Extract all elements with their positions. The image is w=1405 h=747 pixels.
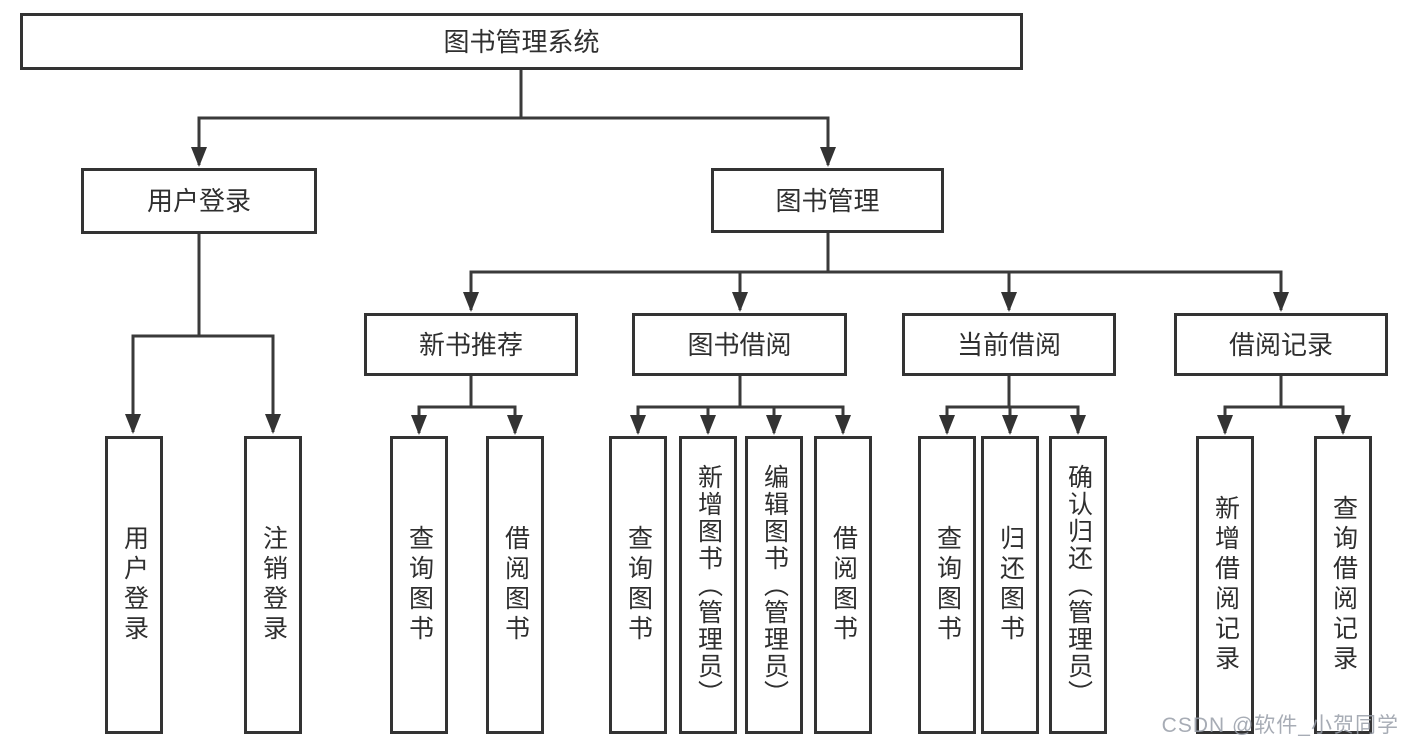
node-current-borrowing-label: 当前借阅 [956,329,1061,360]
leaf-borrow-query-books: 查询图书 [609,436,667,734]
node-root-label: 图书管理系统 [443,26,600,57]
node-borrowing-records-label: 借阅记录 [1228,329,1333,360]
leaf-current-confirm-return-admin-label: 确认归还（管理员） [1064,463,1093,707]
leaf-borrow-borrow-books-label: 借阅图书 [829,525,858,645]
leaf-current-confirm-return-admin: 确认归还（管理员） [1049,436,1107,734]
node-book-borrowing-label: 图书借阅 [687,329,792,360]
node-current-borrowing: 当前借阅 [902,313,1116,376]
leaf-logout-label: 注销登录 [259,525,288,645]
node-new-book-recommend: 新书推荐 [364,313,578,376]
node-book-borrowing: 图书借阅 [632,313,847,376]
leaf-user-login-label: 用户登录 [120,525,149,645]
leaf-records-add-record-label: 新增借阅记录 [1211,495,1240,675]
leaf-borrow-edit-books-admin: 编辑图书（管理员） [745,436,803,734]
leaf-current-query-books-label: 查询图书 [933,525,962,645]
leaf-current-return-books: 归还图书 [981,436,1039,734]
node-borrowing-records: 借阅记录 [1174,313,1388,376]
node-root-library-system: 图书管理系统 [20,13,1023,70]
node-new-book-recommend-label: 新书推荐 [418,329,523,360]
leaf-user-login: 用户登录 [105,436,163,734]
leaf-borrow-query-books-label: 查询图书 [624,525,653,645]
node-user-login-branch: 用户登录 [81,168,317,234]
leaf-current-return-books-label: 归还图书 [996,525,1025,645]
leaf-borrow-edit-books-admin-label: 编辑图书（管理员） [760,463,789,707]
leaf-records-query-record: 查询借阅记录 [1314,436,1372,734]
leaf-newbook-query-books: 查询图书 [390,436,448,734]
leaf-newbook-borrow-books-label: 借阅图书 [501,525,530,645]
leaf-current-query-books: 查询图书 [918,436,976,734]
node-book-management-label: 图书管理 [775,185,880,216]
leaf-borrow-borrow-books: 借阅图书 [814,436,872,734]
leaf-logout: 注销登录 [244,436,302,734]
node-book-management-branch: 图书管理 [711,168,944,233]
leaf-borrow-add-books-admin: 新增图书（管理员） [679,436,737,734]
leaf-records-add-record: 新增借阅记录 [1196,436,1254,734]
leaf-newbook-query-books-label: 查询图书 [405,525,434,645]
leaf-borrow-add-books-admin-label: 新增图书（管理员） [694,463,723,707]
node-user-login-label: 用户登录 [146,186,251,216]
leaf-newbook-borrow-books: 借阅图书 [486,436,544,734]
leaf-records-query-record-label: 查询借阅记录 [1329,495,1358,675]
